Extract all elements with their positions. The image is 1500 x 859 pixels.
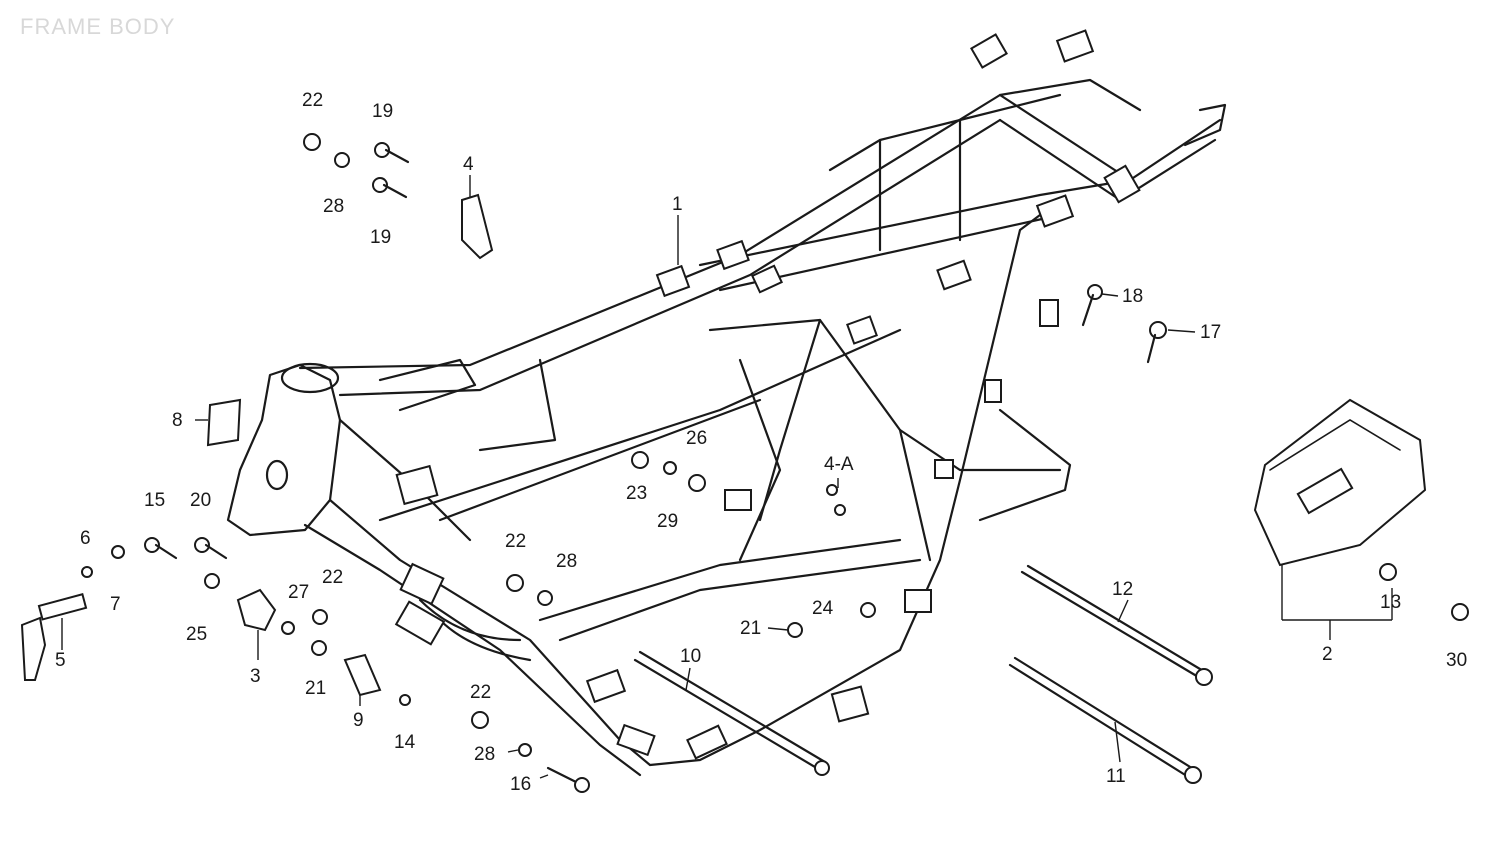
callout-18: 18 xyxy=(1122,286,1143,307)
callout-25: 25 xyxy=(186,624,207,645)
callout-7: 7 xyxy=(110,594,121,615)
parts-group xyxy=(20,133,1469,793)
callout-15: 15 xyxy=(144,490,165,511)
callout-16: 16 xyxy=(510,774,531,795)
callout-28-top: 28 xyxy=(323,196,344,217)
callout-20: 20 xyxy=(190,490,211,511)
callout-28-center: 28 xyxy=(556,551,577,572)
callout-11: 11 xyxy=(1106,766,1126,787)
diagram-title: FRAME BODY xyxy=(20,14,176,39)
callout-14: 14 xyxy=(394,732,416,753)
callout-5: 5 xyxy=(55,650,66,671)
callout-3: 3 xyxy=(250,666,261,687)
callout-21-engine: 21 xyxy=(740,618,761,639)
callout-23: 23 xyxy=(626,483,647,504)
frame-body-drawing xyxy=(226,29,1227,777)
callout-labels: 1 2 3 4 4-A 5 6 7 8 9 10 11 12 13 14 15 … xyxy=(55,90,1467,795)
callout-12: 12 xyxy=(1112,579,1133,600)
callout-22-bottom: 22 xyxy=(470,682,491,703)
callout-2: 2 xyxy=(1322,644,1333,665)
callout-9: 9 xyxy=(353,710,364,731)
callout-1: 1 xyxy=(672,194,683,215)
callout-29: 29 xyxy=(657,511,678,532)
callout-13: 13 xyxy=(1380,592,1401,613)
callout-22-left: 22 xyxy=(322,567,343,588)
callout-21-left: 21 xyxy=(305,678,326,699)
callout-28-bottom: 28 xyxy=(474,744,495,765)
callout-26: 26 xyxy=(686,428,707,449)
callout-22-center: 22 xyxy=(505,531,526,552)
callout-27: 27 xyxy=(288,582,309,603)
callout-6: 6 xyxy=(80,528,91,549)
callout-4a: 4-A xyxy=(824,454,854,475)
callout-4: 4 xyxy=(463,154,474,175)
callout-30: 30 xyxy=(1446,650,1467,671)
callout-10: 10 xyxy=(680,646,701,667)
callout-8: 8 xyxy=(172,410,183,431)
callout-19-bottom: 19 xyxy=(370,227,391,248)
callout-19-top: 19 xyxy=(372,101,393,122)
leader-lines xyxy=(61,175,1393,779)
callout-17: 17 xyxy=(1200,322,1221,343)
callout-24: 24 xyxy=(812,598,834,619)
callout-22-top: 22 xyxy=(302,90,323,111)
